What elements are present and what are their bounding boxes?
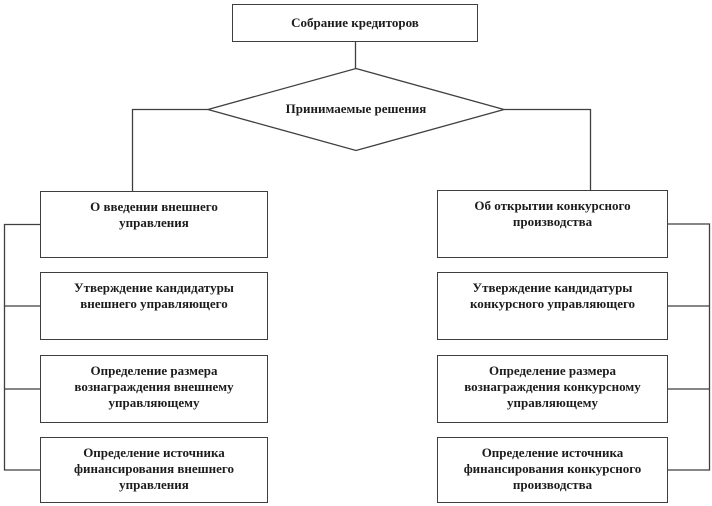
- decision-diamond-shape: [205, 67, 507, 152]
- connector-diamond-to-right: [504, 108, 592, 190]
- node-external-management-funding: Определение источника финансирования вне…: [40, 437, 268, 503]
- node-bankruptcy-proceedings-funding: Определение источника финансирования кон…: [437, 437, 668, 503]
- node-external-manager-fee: Определение размера вознаграждения внешн…: [40, 355, 268, 423]
- node-creditors-meeting: Собрание кредиторов: [232, 4, 478, 42]
- node-approve-bankruptcy-manager: Утверждение кандидатуры конкурсного упра…: [437, 272, 668, 340]
- decision-diamond-label: Принимаемые решения: [285, 101, 427, 116]
- node-approve-external-manager: Утверждение кандидатуры внешнего управля…: [40, 272, 268, 340]
- right-spine: [668, 223, 711, 471]
- node-bankruptcy-manager-fee: Определение размера вознаграждения конку…: [437, 355, 668, 423]
- node-bankruptcy-proceedings: Об открытии конкурсного производства: [437, 190, 668, 258]
- left-spine: [3, 223, 40, 471]
- node-external-management: О введении внешнего управления: [40, 191, 268, 258]
- connector-diamond-to-left: [131, 108, 208, 191]
